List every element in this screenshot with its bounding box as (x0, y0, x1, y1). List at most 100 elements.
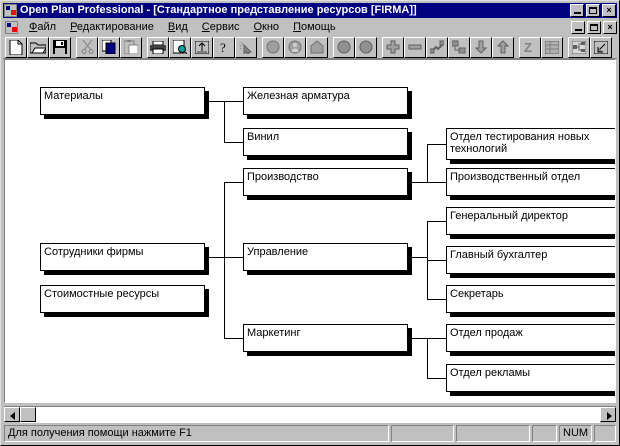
add-button[interactable] (382, 36, 404, 58)
menu-item-edit[interactable]: Редактирование (70, 20, 154, 33)
resource-button[interactable] (262, 36, 284, 58)
horizontal-scrollbar[interactable] (4, 406, 616, 423)
assignment-button[interactable] (333, 36, 355, 58)
resource-person-icon (285, 38, 305, 57)
resource-node-sekretar[interactable]: Секретарь (446, 285, 615, 313)
mdi-restore-button[interactable] (587, 20, 601, 34)
resource-node-vinil[interactable]: Винил (243, 128, 408, 156)
resource-node-stoim-resursy[interactable]: Стоимостные ресурсы (40, 285, 205, 313)
copy-icon (99, 38, 119, 57)
open-button[interactable] (27, 36, 49, 58)
move-up-button[interactable] (492, 36, 514, 58)
zoom-z-icon: Z (520, 38, 540, 57)
resource-node-label: Отдел продаж (450, 327, 523, 339)
resource-node-zhel-armatura[interactable]: Железная арматура (243, 87, 408, 115)
connector-branch (427, 299, 446, 300)
open-folder-icon (28, 38, 48, 57)
resource-shape-icon (307, 38, 327, 57)
save-button[interactable] (49, 36, 71, 58)
move-up-icon (493, 38, 513, 57)
status-pane-end (594, 425, 616, 442)
resource-node-upravlenie[interactable]: Управление (243, 243, 408, 271)
connector-spine (427, 338, 428, 378)
resource-node-gen-director[interactable]: Генеральный директор (446, 207, 615, 235)
menu-item-help[interactable]: Помощь (293, 20, 336, 33)
resource-node-proizv-otdel[interactable]: Производственный отдел (446, 168, 615, 196)
resource-node-sotrudniki[interactable]: Сотрудники фирмы (40, 243, 205, 271)
menu-item-file[interactable]: Файл (29, 20, 57, 33)
properties-button[interactable] (191, 36, 213, 58)
connector-branch (224, 101, 243, 102)
status-bar: Для получения помощи нажмите F1 NUM (4, 425, 616, 442)
svg-text:?: ? (239, 41, 243, 51)
paste-icon (121, 38, 141, 57)
connector-branch (224, 257, 243, 258)
minimize-button[interactable] (570, 4, 584, 17)
scroll-left-arrow[interactable] (4, 407, 20, 422)
help-question-icon: ? (214, 38, 234, 57)
cut-scissors-icon (77, 38, 97, 57)
close-button[interactable]: × (602, 4, 616, 17)
context-help-button[interactable]: ? (235, 36, 257, 58)
menu-item-view[interactable]: Вид (167, 20, 188, 33)
copy-button[interactable] (98, 36, 120, 58)
move-down-button[interactable] (470, 36, 492, 58)
new-icon (6, 38, 26, 57)
print-preview-button[interactable] (169, 36, 191, 58)
scroll-right-arrow[interactable] (600, 407, 616, 422)
scroll-thumb[interactable] (20, 407, 36, 422)
mdi-close-button[interactable]: × (603, 20, 617, 34)
print-button[interactable] (147, 36, 169, 58)
mdi-document-icon[interactable] (5, 20, 18, 34)
resource-node-label: Отдел рекламы (450, 367, 531, 379)
menu-items: Файл Редактирование Вид Сервис Окно Помо… (22, 20, 571, 35)
filled-circle-icon (334, 38, 354, 57)
resource-node-label: Отдел тестирования новых технологий (450, 131, 590, 155)
maximize-button[interactable] (586, 4, 600, 17)
connector-spine (427, 144, 428, 182)
menu-item-window[interactable]: Окно (253, 20, 280, 33)
resource-person-button[interactable] (284, 36, 306, 58)
resource-node-materialy[interactable]: Материалы (40, 87, 205, 115)
menu-item-file-rest: айл (37, 20, 57, 33)
fit-window-button[interactable] (590, 36, 612, 58)
resource-node-gl-buhgalter[interactable]: Главный бухгалтер (446, 246, 615, 274)
status-pane-2 (456, 425, 530, 442)
table-view-button[interactable] (541, 36, 563, 58)
resource-node-label: Главный бухгалтер (450, 249, 548, 261)
paste-button[interactable] (120, 36, 142, 58)
mdi-minimize-button[interactable] (571, 20, 585, 34)
connector-branch (224, 142, 243, 143)
toolbar: ? ? Z (3, 36, 617, 59)
status-pane-3 (532, 425, 557, 442)
status-num-indicator: NUM (559, 425, 592, 442)
resource-node-proizvodstvo[interactable]: Производство (243, 168, 408, 196)
window-controls: × (570, 4, 616, 17)
close-icon: × (606, 5, 612, 15)
menu-item-tools[interactable]: Сервис (201, 20, 240, 33)
connector-branch (427, 260, 446, 261)
connector-stub (408, 182, 427, 183)
connector-branch (224, 338, 243, 339)
resource-group-button[interactable] (306, 36, 328, 58)
resource-node-marketing[interactable]: Маркетинг (243, 324, 408, 352)
cut-button[interactable] (76, 36, 98, 58)
zoom-button[interactable]: Z (519, 36, 541, 58)
resource-node-label: Секретарь (450, 288, 504, 300)
unlink-button[interactable] (448, 36, 470, 58)
resource-node-otdel-reklamy[interactable]: Отдел рекламы (446, 364, 615, 392)
tree-view-button[interactable] (568, 36, 590, 58)
assignment2-button[interactable] (355, 36, 377, 58)
app-icon[interactable] (4, 4, 17, 17)
mdi-child-controls: × (571, 20, 617, 34)
remove-button[interactable] (404, 36, 426, 58)
new-button[interactable] (5, 36, 27, 58)
link-button[interactable] (426, 36, 448, 58)
resource-node-otdel-prodazh[interactable]: Отдел продаж (446, 324, 615, 352)
status-pane-1 (391, 425, 454, 442)
help-button[interactable]: ? (213, 36, 235, 58)
scroll-track[interactable] (20, 407, 600, 423)
resource-node-otdel-test[interactable]: Отдел тестирования новых технологий (446, 128, 615, 160)
